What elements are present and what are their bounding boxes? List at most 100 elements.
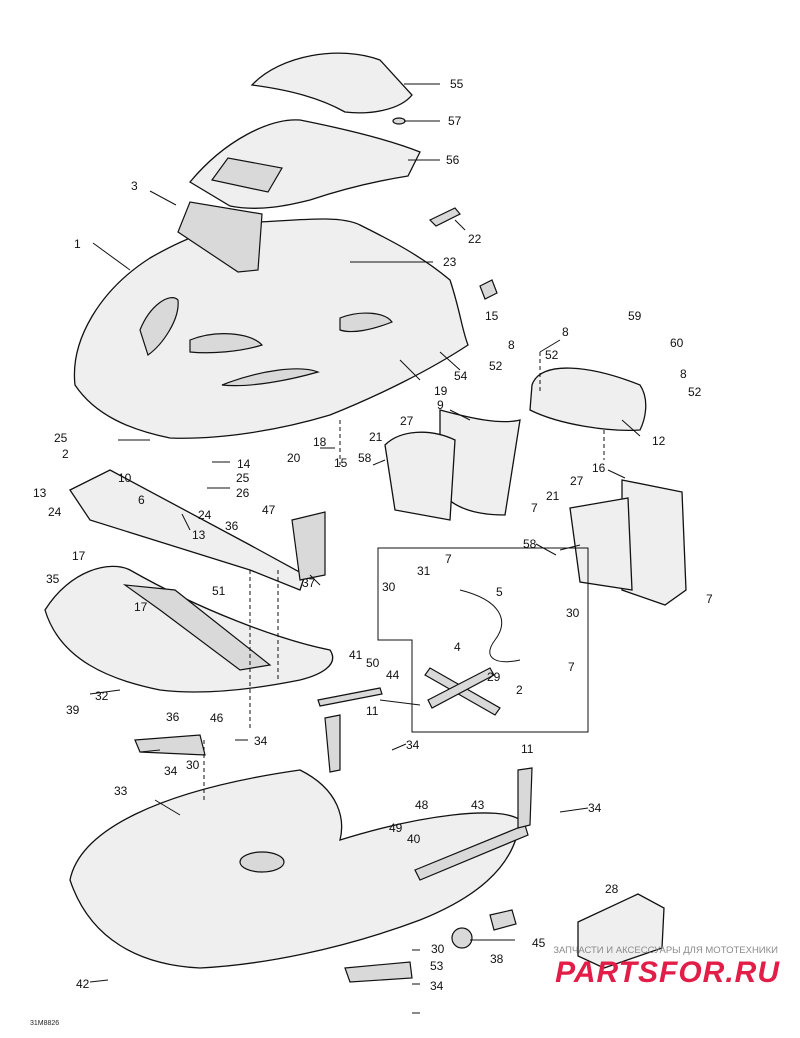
callout-1: 1 bbox=[74, 237, 81, 251]
callout-7-d: 7 bbox=[568, 660, 575, 674]
callout-39: 39 bbox=[66, 703, 80, 717]
callout-25-b: 25 bbox=[236, 471, 250, 485]
part-56-window bbox=[210, 157, 283, 193]
callout-23: 23 bbox=[443, 255, 457, 269]
callout-34-c: 34 bbox=[164, 764, 178, 778]
part-15-clip bbox=[479, 279, 498, 300]
callout-20: 20 bbox=[287, 451, 301, 465]
part-12-storage-liner bbox=[529, 367, 647, 431]
callout-30-a: 30 bbox=[382, 580, 396, 594]
part-21-side-cover-right bbox=[569, 497, 633, 591]
detail-inset-box bbox=[377, 547, 589, 733]
callout-12: 12 bbox=[652, 434, 666, 448]
callout-13-b: 13 bbox=[192, 528, 206, 542]
callout-46: 46 bbox=[210, 711, 224, 725]
callout-60: 60 bbox=[670, 336, 684, 350]
part-1-hood bbox=[73, 218, 469, 439]
part-44-strip bbox=[317, 687, 383, 707]
callout-21-a: 21 bbox=[369, 430, 383, 444]
callout-4: 4 bbox=[454, 640, 461, 654]
callout-34-e: 34 bbox=[430, 979, 444, 993]
part-11-bracket-right bbox=[517, 767, 533, 829]
callout-56: 56 bbox=[446, 153, 460, 167]
callout-8-a: 8 bbox=[562, 325, 569, 339]
callout-30-b: 30 bbox=[566, 606, 580, 620]
callout-40: 40 bbox=[407, 832, 421, 846]
callout-42: 42 bbox=[76, 977, 90, 991]
callout-30-d: 30 bbox=[431, 942, 445, 956]
callout-7-b: 7 bbox=[445, 552, 452, 566]
callout-58-b: 58 bbox=[523, 537, 537, 551]
callout-9: 9 bbox=[437, 398, 444, 412]
callout-11-a: 11 bbox=[366, 704, 379, 718]
callout-5: 5 bbox=[496, 585, 503, 599]
callout-17-a: 17 bbox=[72, 549, 86, 563]
watermark-logo: PARTSFOR.RU bbox=[555, 956, 780, 989]
callout-10: 10 bbox=[118, 471, 132, 485]
callout-33: 33 bbox=[114, 784, 128, 798]
hood-vent-left bbox=[139, 297, 179, 356]
callout-14: 14 bbox=[237, 457, 251, 471]
callout-52-c: 52 bbox=[688, 385, 702, 399]
part-45-decal bbox=[489, 909, 517, 931]
callout-30-c: 30 bbox=[186, 758, 200, 772]
callout-36-a: 36 bbox=[225, 519, 239, 533]
callout-57: 57 bbox=[448, 114, 462, 128]
callout-34-d: 34 bbox=[588, 801, 602, 815]
part-22-latch bbox=[428, 207, 461, 227]
part-27-side-cover-left bbox=[384, 431, 456, 521]
callout-47: 47 bbox=[262, 503, 276, 517]
dashed-guide-lines bbox=[203, 352, 605, 800]
figure-code: 31M8826 bbox=[30, 1020, 60, 1027]
callout-2-b: 2 bbox=[516, 683, 523, 697]
callout-37: 37 bbox=[302, 576, 316, 590]
callout-52-a: 52 bbox=[545, 348, 559, 362]
part-53-bracket bbox=[344, 961, 413, 983]
part-24-bracket bbox=[69, 469, 306, 591]
callout-13-a: 13 bbox=[33, 486, 47, 500]
part-37-bracket bbox=[291, 511, 326, 581]
callout-43: 43 bbox=[471, 798, 485, 812]
callout-16: 16 bbox=[592, 461, 606, 475]
callout-48: 48 bbox=[415, 798, 429, 812]
part-29-cross-brace bbox=[427, 667, 495, 709]
part-51-reinforcement bbox=[122, 584, 272, 671]
leader-lines bbox=[89, 83, 641, 1014]
callout-59: 59 bbox=[628, 309, 642, 323]
callout-7-a: 7 bbox=[531, 501, 538, 515]
callout-22: 22 bbox=[468, 232, 482, 246]
callout-18: 18 bbox=[313, 435, 327, 449]
part-55-cover-pad bbox=[250, 52, 413, 114]
hood-vent-center bbox=[189, 333, 264, 354]
callout-34-a: 34 bbox=[254, 734, 268, 748]
callout-17-b: 17 bbox=[134, 600, 148, 614]
callout-51: 51 bbox=[212, 584, 226, 598]
callout-26: 26 bbox=[236, 486, 250, 500]
callout-21-b: 21 bbox=[546, 489, 560, 503]
callout-41: 41 bbox=[349, 648, 363, 662]
callout-24-b: 24 bbox=[198, 508, 212, 522]
callout-27-b: 27 bbox=[570, 474, 584, 488]
callout-29: 29 bbox=[487, 670, 501, 684]
callout-7-c: 7 bbox=[706, 592, 713, 606]
callout-50: 50 bbox=[366, 656, 380, 670]
part-3-gauge-housing bbox=[177, 201, 263, 273]
callout-6: 6 bbox=[138, 493, 145, 507]
callout-32: 32 bbox=[95, 689, 109, 703]
callout-27-a: 27 bbox=[400, 414, 414, 428]
callout-38: 38 bbox=[490, 952, 504, 966]
callout-52-b: 52 bbox=[489, 359, 503, 373]
callout-34-b: 34 bbox=[406, 738, 420, 752]
callout-31: 31 bbox=[417, 564, 431, 578]
hull-access-hole bbox=[239, 851, 285, 873]
callout-3: 3 bbox=[131, 179, 138, 193]
callout-54: 54 bbox=[454, 369, 468, 383]
callout-15-b: 15 bbox=[334, 456, 348, 470]
callout-58-a: 58 bbox=[358, 451, 372, 465]
part-11-bracket-left bbox=[324, 714, 341, 773]
callout-35: 35 bbox=[46, 572, 60, 586]
callout-55: 55 bbox=[450, 77, 464, 91]
callout-44: 44 bbox=[386, 668, 400, 682]
